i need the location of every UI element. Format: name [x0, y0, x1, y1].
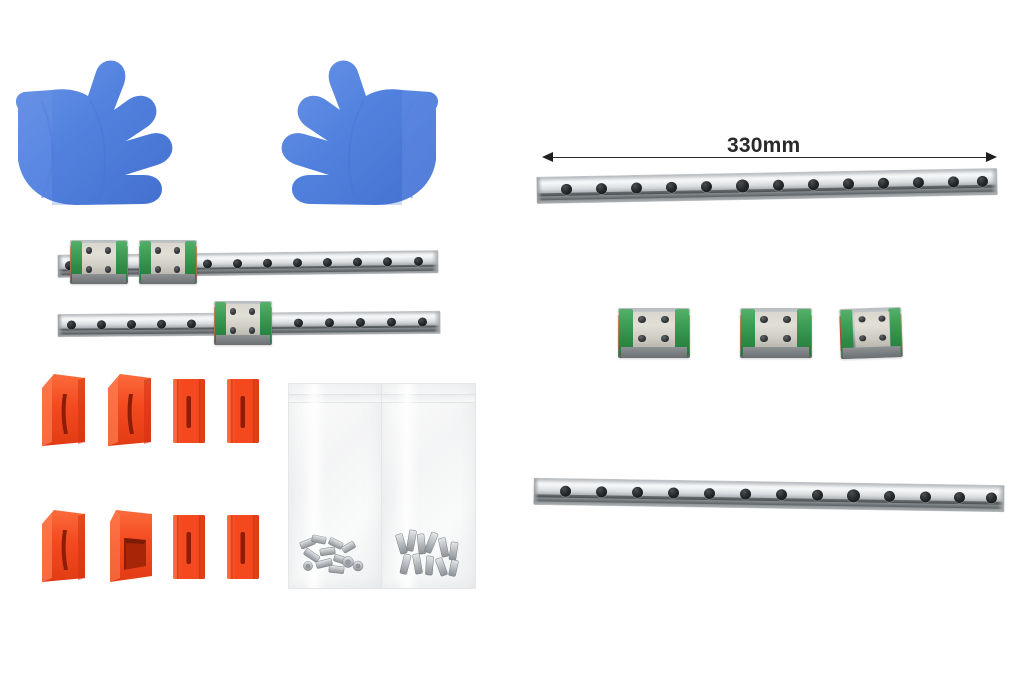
rail-lower-right — [533, 478, 1005, 512]
glove-right — [236, 42, 446, 222]
bracket-wedge-hollow-bottom-2 — [104, 508, 158, 584]
bracket-wedge-bottom-1 — [38, 508, 92, 584]
bracket-shim-plate-top-2 — [226, 378, 260, 444]
carriage-block-rail2-a — [214, 301, 272, 345]
rail-holes — [537, 169, 997, 204]
dimension-line — [552, 157, 990, 158]
carriage-block-loose-3 — [839, 306, 903, 360]
dimension-arrow-right-icon — [986, 152, 997, 162]
bracket-shim-plate-bottom-1 — [172, 514, 206, 580]
glove-left — [8, 42, 218, 222]
bracket-shim-plate-top-1 — [172, 378, 206, 444]
screw-pile-right — [394, 526, 464, 578]
bracket-shim-plate-bottom-2 — [226, 514, 260, 580]
dimension-arrow-left-icon — [542, 152, 553, 162]
carriage-block-loose-1 — [618, 308, 690, 358]
rail-upper-right — [536, 168, 998, 204]
carriage-block-rail1-a — [70, 240, 128, 284]
carriage-block-rail1-b — [139, 240, 197, 284]
dimension-label: 330mm — [727, 134, 801, 157]
screw-pile-left — [296, 522, 374, 578]
rail-holes — [534, 478, 1004, 511]
carriage-block-loose-2 — [740, 308, 812, 358]
screw-bag-right — [381, 383, 476, 589]
bracket-wedge-top-2 — [104, 372, 158, 448]
bracket-wedge-top-1 — [38, 372, 92, 448]
